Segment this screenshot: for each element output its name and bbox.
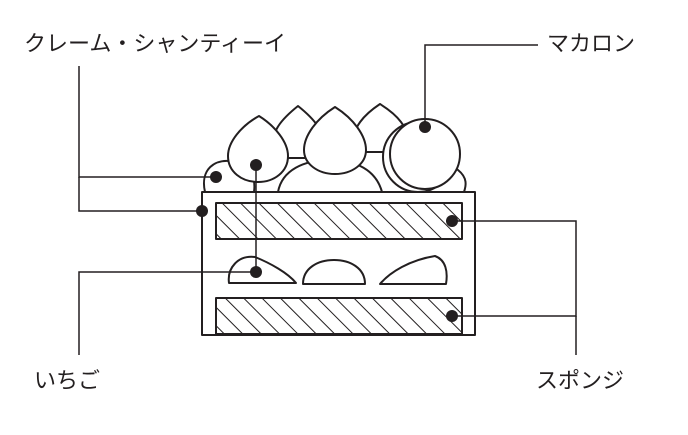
leader-line-sponge — [452, 220, 577, 317]
strawberry-slice-left — [227, 255, 297, 284]
cream-peak-front-center — [303, 106, 367, 175]
dot-sponge-bottom — [446, 310, 458, 322]
dot-strawberry — [250, 266, 262, 278]
dot-sponge-top — [446, 215, 458, 227]
label-cream-chantilly: クレーム・シャンティーイ — [24, 32, 287, 57]
leader-line-cream-side — [78, 177, 202, 212]
dot-macaron — [419, 121, 431, 133]
strawberry-slice-right — [379, 255, 448, 285]
dot-strawberry-top — [250, 159, 262, 171]
label-sponge: スポンジ — [536, 369, 625, 394]
sponge-layer-bottom — [215, 297, 463, 335]
label-macaron: マカロン — [547, 32, 636, 57]
dot-cream-side — [196, 205, 208, 217]
sponge-layer-top — [215, 202, 463, 240]
dot-cream-top — [210, 171, 222, 183]
strawberry-slice-center — [302, 259, 366, 285]
leader-line-macaron — [424, 44, 538, 127]
label-strawberry: いちご — [34, 369, 101, 394]
leader-line-cream-top — [78, 66, 216, 178]
leader-line-strawberry — [78, 271, 256, 355]
cream-peak-front-left — [227, 115, 289, 183]
